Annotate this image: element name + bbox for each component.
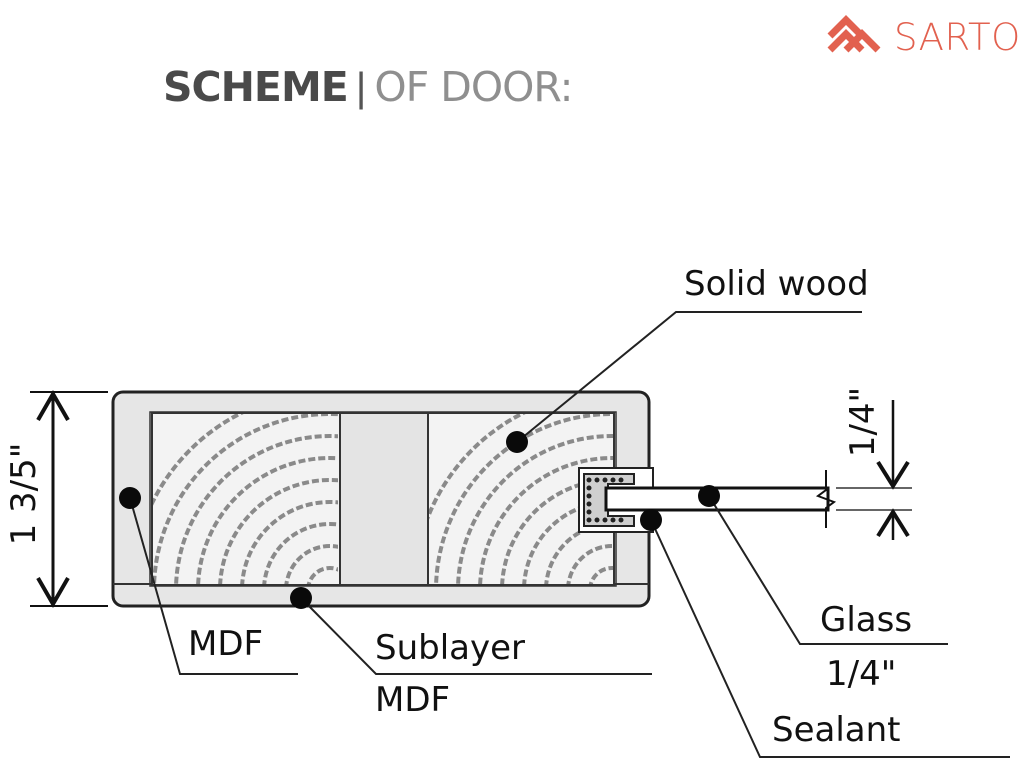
brand-name: SARTO	[894, 16, 1021, 59]
solid-wood-block-left	[151, 412, 341, 586]
label-glass: Glass	[820, 600, 913, 640]
page-title: SCHEME|OF DOOR:	[163, 62, 573, 112]
glass-dim-arrow-down	[876, 460, 910, 490]
sealant-inner	[583, 473, 635, 527]
title-light: OF DOOR:	[374, 63, 573, 111]
glass-dim-arrow-up	[876, 508, 910, 538]
title-separator: |	[355, 64, 367, 110]
label-mdf: MDF	[188, 624, 264, 664]
label-glass-thickness: 1/4"	[826, 654, 897, 694]
callout-dots	[119, 431, 720, 609]
wood-grain-left	[153, 414, 338, 584]
label-glass-dim: 1/4"	[843, 386, 883, 458]
label-door-thickness: 1 3/5"	[4, 442, 44, 546]
sealant-dots	[586, 477, 624, 523]
center-core	[339, 412, 429, 586]
sarto-logo-icon	[827, 15, 881, 53]
label-sealant: Sealant	[772, 710, 901, 750]
label-sublayer-mdf: MDF	[375, 680, 451, 720]
brand-logo: SARTO	[822, 6, 1022, 62]
label-sublayer: Sublayer	[375, 628, 526, 668]
label-solid-wood: Solid wood	[684, 264, 869, 304]
dim-arrow-down	[36, 577, 70, 609]
glass-break-mark	[815, 470, 837, 528]
dim-arrow-up	[36, 389, 70, 421]
leader-lines	[129, 311, 1010, 758]
title-bold: SCHEME	[163, 63, 349, 111]
